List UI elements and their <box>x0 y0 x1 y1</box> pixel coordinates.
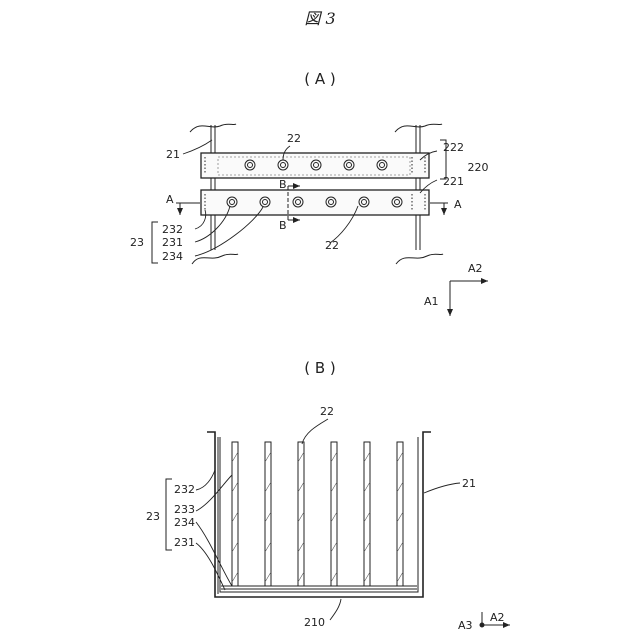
label-233-b: 233 <box>174 503 195 516</box>
panel-b: ( B ) <box>146 359 510 632</box>
label-234: 234 <box>162 250 183 263</box>
label-b-bottom: B <box>279 219 287 232</box>
label-a-right: A <box>454 198 462 211</box>
label-232: 232 <box>162 223 183 236</box>
label-232-b: 232 <box>174 483 195 496</box>
label-a-left: A <box>166 193 174 206</box>
axis-label-a1: A1 <box>424 295 439 308</box>
label-23: 23 <box>130 236 144 249</box>
axis-label-a2-b: A2 <box>490 611 505 624</box>
panel-a: ( A ) <box>130 70 489 316</box>
axis-label-a3-b: A3 <box>458 619 473 632</box>
bracket-23-b <box>166 479 172 550</box>
panel-a-title: ( A ) <box>304 70 336 88</box>
upper-bar <box>201 153 429 178</box>
panel-b-title: ( B ) <box>304 359 336 377</box>
slats <box>232 442 403 586</box>
label-231: 231 <box>162 236 183 249</box>
label-21-b: 21 <box>462 477 476 490</box>
axis-a1-a2 <box>450 281 488 316</box>
label-23-b: 23 <box>146 510 160 523</box>
label-21: 21 <box>166 148 180 161</box>
label-210-b: 210 <box>304 616 325 629</box>
label-22-top: 22 <box>287 132 301 145</box>
label-222: 222 <box>443 141 464 154</box>
slat-hatching <box>232 452 403 582</box>
figure-title: 図 3 <box>304 9 335 28</box>
label-231-b: 231 <box>174 536 195 549</box>
label-b-top: B <box>279 178 287 191</box>
label-220: 220 <box>468 161 489 174</box>
bracket-23 <box>152 222 158 263</box>
label-221: 221 <box>443 175 464 188</box>
axis-label-a2: A2 <box>468 262 483 275</box>
label-234-b: 234 <box>174 516 195 529</box>
label-22-b: 22 <box>320 405 334 418</box>
label-22-bottom: 22 <box>325 239 339 252</box>
